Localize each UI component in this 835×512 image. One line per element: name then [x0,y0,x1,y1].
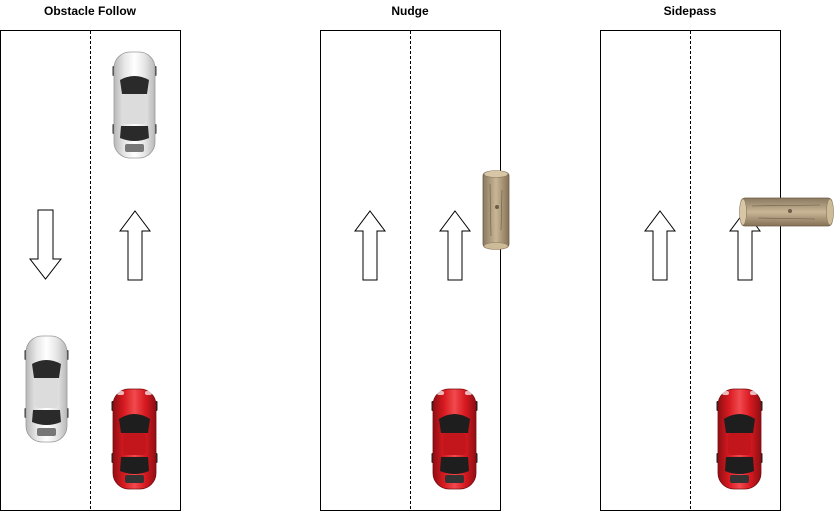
red-car-icon [431,388,478,490]
red-car-icon [716,388,763,490]
arrow-up-icon [119,210,151,281]
white-car-icon [24,335,69,443]
panel-sidepass [600,30,834,511]
arrow-down-icon [28,209,63,280]
arrow-up-icon [644,210,676,281]
road-boundary [600,30,781,511]
panel-nudge [320,30,510,511]
red-car-icon [111,388,158,490]
log-icon [739,197,834,227]
white-car-icon [112,51,157,159]
panel-obstacle-follow [0,30,181,511]
panel-title-sidepass: Sidepass [663,4,717,18]
arrow-up-icon [729,210,761,281]
panel-title-obstacle-follow: Obstacle Follow [43,4,136,18]
panel-title-nudge: Nudge [391,4,429,18]
arrow-up-icon [439,210,471,281]
log-icon [482,170,510,250]
road-boundary [320,30,501,511]
road-boundary [0,30,181,511]
arrow-up-icon [354,210,386,281]
